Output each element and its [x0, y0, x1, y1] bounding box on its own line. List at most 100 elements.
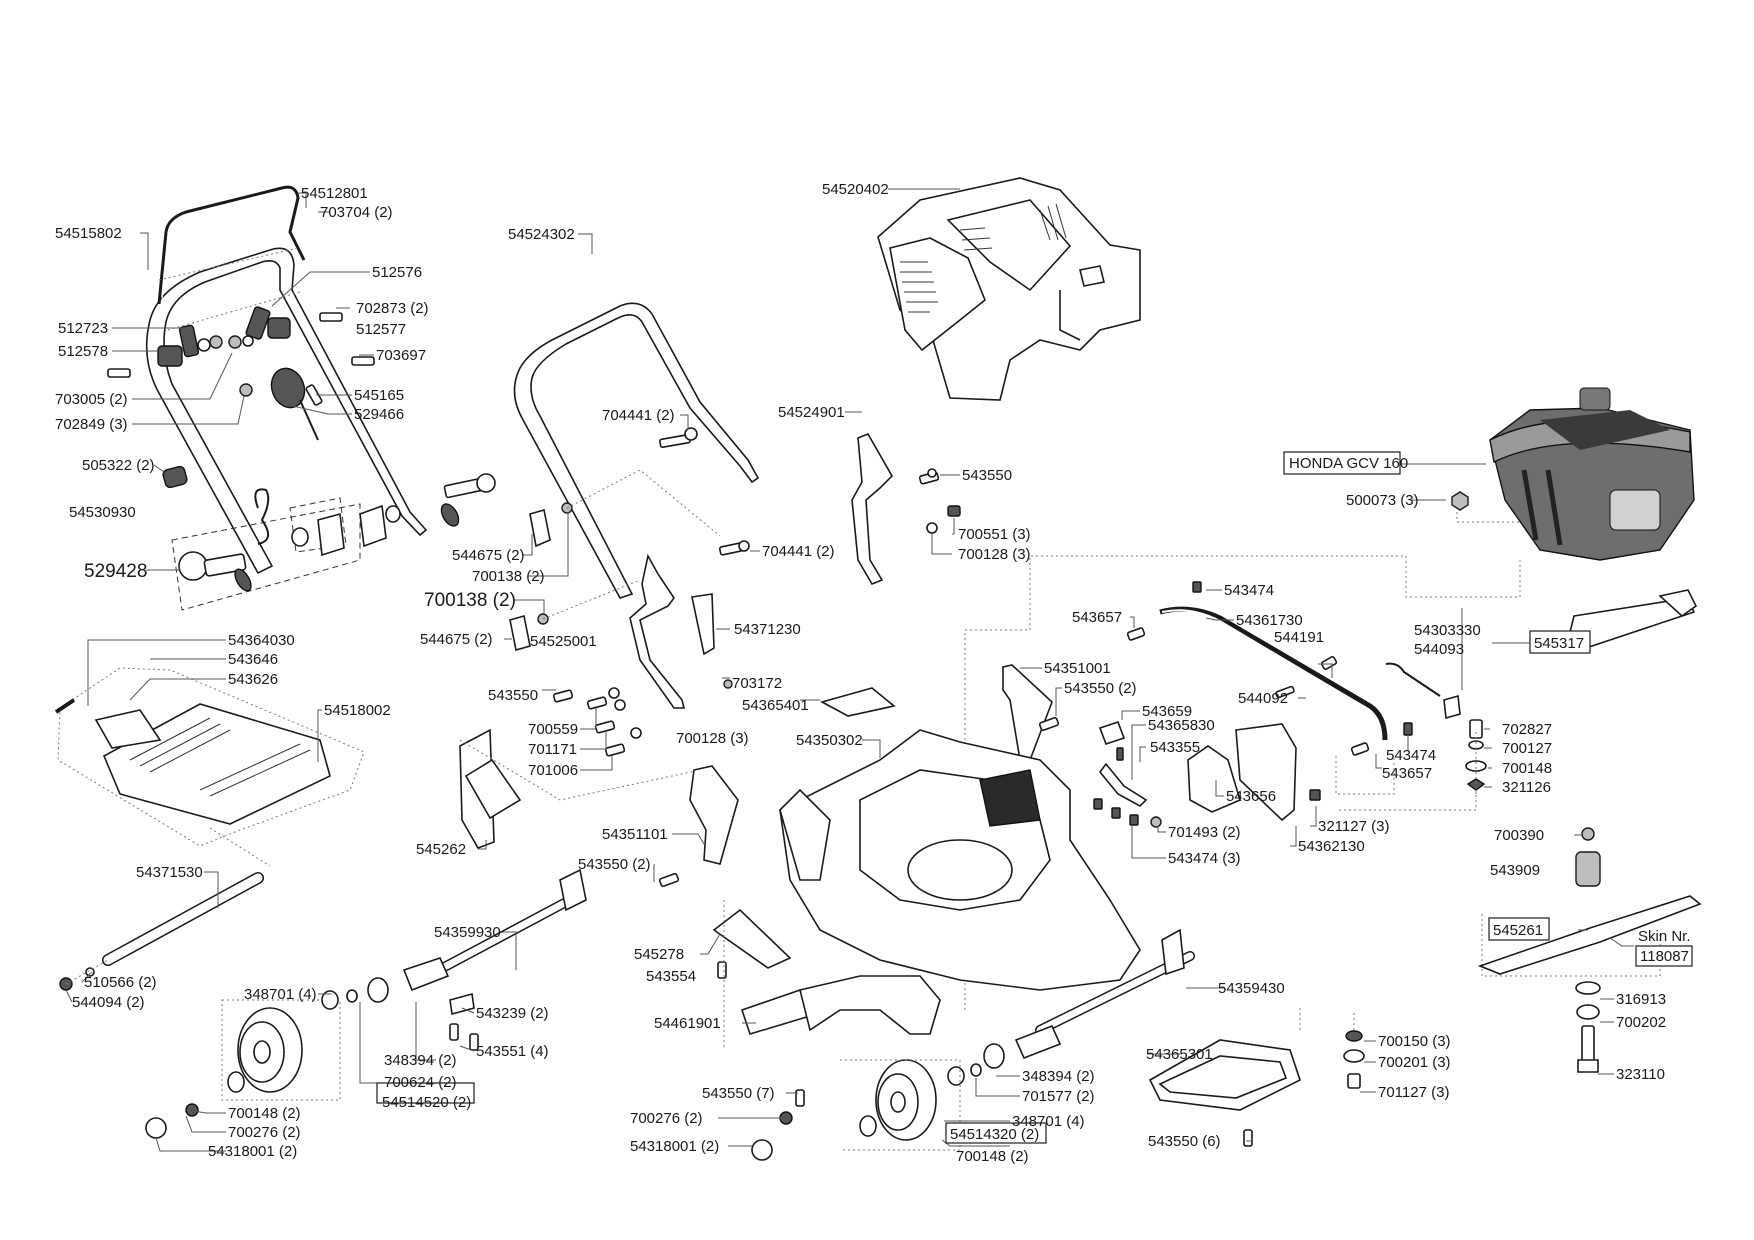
engine-model-label[interactable]: HONDA GCV 160	[1289, 455, 1408, 472]
part-label[interactable]: 54359930	[434, 924, 501, 941]
part-label[interactable]: 544094 (2)	[72, 994, 145, 1011]
part-label[interactable]: 348701 (4)	[244, 986, 317, 1003]
part-label[interactable]: 54365401	[742, 697, 809, 714]
part-label[interactable]: 544675 (2)	[420, 631, 493, 648]
part-label[interactable]: 543474	[1224, 582, 1274, 599]
part-label[interactable]: 54361730	[1236, 612, 1303, 629]
part-label[interactable]: 54520402	[822, 181, 889, 198]
part-label[interactable]: 348701 (4)	[1012, 1113, 1085, 1130]
part-label[interactable]: 54318001 (2)	[630, 1138, 719, 1155]
part-label[interactable]: 505322 (2)	[82, 457, 155, 474]
part-label[interactable]: 54524901	[778, 404, 845, 421]
part-label[interactable]: 700624 (2)	[384, 1074, 457, 1091]
part-label[interactable]: 512578	[58, 343, 108, 360]
part-label[interactable]: 703172	[732, 675, 782, 692]
part-label[interactable]: 543550 (7)	[702, 1085, 775, 1102]
part-label[interactable]: 543554	[646, 968, 696, 985]
part-label[interactable]: 54515802	[55, 225, 122, 242]
part-label[interactable]: 54351101	[602, 826, 668, 843]
part-label[interactable]: 704441 (2)	[762, 543, 835, 560]
part-label[interactable]: 701493 (2)	[1168, 824, 1241, 841]
part-label[interactable]: 700150 (3)	[1378, 1033, 1451, 1050]
part-label[interactable]: 543550	[488, 687, 538, 704]
part-label[interactable]: 54318001 (2)	[208, 1143, 297, 1160]
part-label[interactable]: 702873 (2)	[356, 300, 429, 317]
part-label[interactable]: 510566 (2)	[84, 974, 157, 991]
part-label[interactable]: 512577	[356, 321, 406, 338]
part-label[interactable]: 701006	[528, 762, 578, 779]
part-label[interactable]: 500073 (3)	[1346, 492, 1419, 509]
part-label[interactable]: 54303330	[1414, 622, 1481, 639]
part-label[interactable]: 543659	[1142, 703, 1192, 720]
part-label[interactable]: 545262	[416, 841, 466, 858]
part-label[interactable]: 700148 (2)	[228, 1105, 301, 1122]
part-label[interactable]: 54351001	[1044, 660, 1111, 677]
part-label[interactable]: 700148	[1502, 760, 1552, 777]
part-label[interactable]: 54461901	[654, 1015, 721, 1032]
part-label[interactable]: 529428	[84, 561, 147, 582]
part-label[interactable]: 543239 (2)	[476, 1005, 549, 1022]
part-label[interactable]: 544675 (2)	[452, 547, 525, 564]
part-label[interactable]: 545317	[1534, 635, 1584, 652]
part-label[interactable]: 701171	[528, 741, 577, 758]
part-label[interactable]: 54514320 (2)	[950, 1126, 1039, 1143]
part-label[interactable]: 543626	[228, 671, 278, 688]
part-label[interactable]: 54371530	[136, 864, 203, 881]
part-label[interactable]: 54365301	[1146, 1046, 1213, 1063]
part-label[interactable]: 700138 (2)	[472, 568, 545, 585]
part-label[interactable]: 544191	[1274, 629, 1324, 646]
part-label[interactable]: 543474	[1386, 747, 1436, 764]
part-label[interactable]: 543646	[228, 651, 278, 668]
part-label[interactable]: 543355	[1150, 739, 1200, 756]
part-label[interactable]: 700551 (3)	[958, 526, 1031, 543]
part-label[interactable]: 700201 (3)	[1378, 1054, 1451, 1071]
part-label[interactable]: 54512801	[301, 185, 368, 202]
part-label[interactable]: 702849 (3)	[55, 416, 128, 433]
part-label[interactable]: 54514520 (2)	[382, 1094, 471, 1111]
part-label[interactable]: 545278	[634, 946, 684, 963]
part-label[interactable]: 700138 (2)	[424, 590, 516, 611]
part-label[interactable]: 54362130	[1298, 838, 1365, 855]
part-label[interactable]: 543474 (3)	[1168, 850, 1241, 867]
part-label[interactable]: 512576	[372, 264, 422, 281]
part-label[interactable]: 703704 (2)	[320, 204, 393, 221]
part-label[interactable]: 700276 (2)	[228, 1124, 301, 1141]
part-label[interactable]: 316913	[1616, 991, 1666, 1008]
part-label[interactable]: 54530930	[69, 504, 136, 521]
part-label[interactable]: 700127	[1502, 740, 1552, 757]
part-label[interactable]: 54364030	[228, 632, 295, 649]
part-label[interactable]: 545165	[354, 387, 404, 404]
part-label[interactable]: 54525001	[530, 633, 597, 650]
part-label[interactable]: 543550 (2)	[578, 856, 651, 873]
part-label[interactable]: 54524302	[508, 226, 575, 243]
part-label[interactable]: 321126	[1502, 779, 1551, 796]
part-label[interactable]: 323110	[1616, 1066, 1665, 1083]
part-label[interactable]: 700148 (2)	[956, 1148, 1029, 1165]
part-label[interactable]: 543657	[1382, 765, 1432, 782]
part-label[interactable]: 701577 (2)	[1022, 1088, 1095, 1105]
part-label[interactable]: 543909	[1490, 862, 1540, 879]
part-label[interactable]: 543551 (4)	[476, 1043, 549, 1060]
part-label[interactable]: 543657	[1072, 609, 1122, 626]
part-label[interactable]: 701127 (3)	[1378, 1084, 1449, 1101]
part-label[interactable]: 54365830	[1148, 717, 1215, 734]
part-label[interactable]: 700128 (3)	[958, 546, 1031, 563]
part-label[interactable]: 54350302	[796, 732, 863, 749]
part-label[interactable]: 543550 (2)	[1064, 680, 1137, 697]
part-label[interactable]: 544093	[1414, 641, 1464, 658]
part-label[interactable]: 543550	[962, 467, 1012, 484]
part-label[interactable]: 700559	[528, 721, 578, 738]
part-label[interactable]: 702827	[1502, 721, 1552, 738]
part-label[interactable]: 700128 (3)	[676, 730, 749, 747]
part-label[interactable]: 543550 (6)	[1148, 1133, 1221, 1150]
part-label[interactable]: 700202	[1616, 1014, 1666, 1031]
part-label[interactable]: 54518002	[324, 702, 391, 719]
part-label[interactable]: 543656	[1226, 788, 1276, 805]
part-label[interactable]: 700390	[1494, 827, 1544, 844]
part-label[interactable]: 700276 (2)	[630, 1110, 703, 1127]
part-label[interactable]: 54371230	[734, 621, 801, 638]
part-label[interactable]: 529466	[354, 406, 404, 423]
part-label[interactable]: 54359430	[1218, 980, 1285, 997]
part-label[interactable]: 348394 (2)	[1022, 1068, 1095, 1085]
part-label[interactable]: 703697	[376, 347, 426, 364]
